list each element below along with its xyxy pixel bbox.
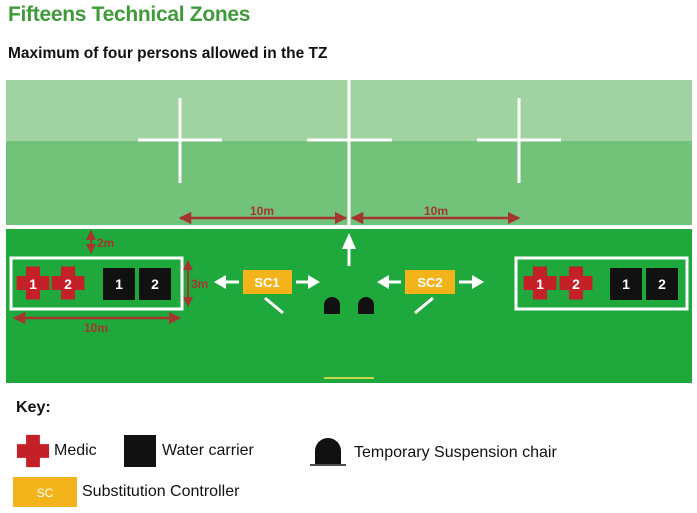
dimension-label-2m: 2m <box>97 236 114 250</box>
suspension-chair-right <box>358 297 374 314</box>
key-chair-label: Temporary Suspension chair <box>354 444 557 461</box>
water-key-icon <box>124 435 156 467</box>
chair-key-icon <box>315 438 341 464</box>
sc-key-swatch-label: SC <box>37 486 54 500</box>
sc-key-swatch <box>13 477 77 507</box>
water-carrier-left-1 <box>103 268 135 300</box>
water-number-left-1: 1 <box>115 276 123 292</box>
direction-arrows <box>214 233 484 315</box>
key-sc-label: Substitution Controller <box>82 483 240 500</box>
page-title: Fifteens Technical Zones <box>8 3 251 26</box>
water-carrier-right-2 <box>646 268 678 300</box>
medic-key-icon <box>16 434 50 468</box>
water-carrier-right-1 <box>610 268 642 300</box>
water-number-right-2: 2 <box>658 276 666 292</box>
key-heading: Key: <box>16 399 51 416</box>
medic-number-left-2: 2 <box>64 276 72 292</box>
dimension-label-3m: 3m <box>191 277 208 291</box>
medic-number-right-2: 2 <box>572 276 580 292</box>
key-medic-label: Medic <box>54 442 97 459</box>
water-number-right-1: 1 <box>622 276 630 292</box>
page-subtitle: Maximum of four persons allowed in the T… <box>8 45 328 62</box>
sc1-label: SC1 <box>254 275 279 290</box>
key-water-label: Water carrier <box>162 442 254 459</box>
water-carrier-left-2 <box>139 268 171 300</box>
dimension-label-right: 10m <box>424 204 448 218</box>
technical-zone-right <box>514 256 689 311</box>
medic-number-left-1: 1 <box>29 276 37 292</box>
sc2-label: SC2 <box>417 275 442 290</box>
water-number-left-2: 2 <box>151 276 159 292</box>
dimension-label-box: 10m <box>84 321 108 335</box>
sc2-badge <box>405 270 455 294</box>
suspension-chair-left <box>324 297 340 314</box>
technical-zone-left <box>9 256 184 311</box>
sc1-badge <box>243 270 292 294</box>
medic-number-right-1: 1 <box>536 276 544 292</box>
dimension-label-left: 10m <box>250 204 274 218</box>
